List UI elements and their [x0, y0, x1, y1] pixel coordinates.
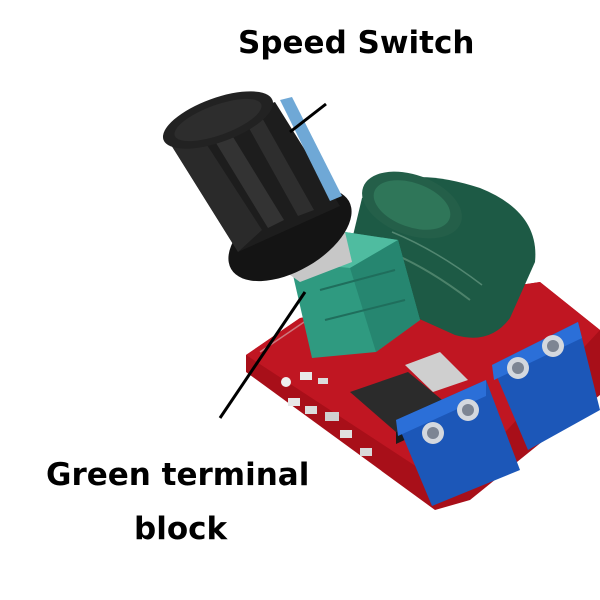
smd-led [281, 377, 291, 387]
blue-screw-terminal [492, 322, 600, 450]
blue-screw-terminal [396, 380, 520, 506]
speed-switch-label: Speed Switch [238, 25, 475, 61]
green-terminal-pointer [218, 291, 307, 419]
speed-switch-pointer [289, 102, 327, 134]
speed-knob [162, 91, 352, 282]
green-terminal-label-line1: Green terminal [46, 457, 310, 493]
green-terminal-label-line2: block [134, 511, 228, 547]
